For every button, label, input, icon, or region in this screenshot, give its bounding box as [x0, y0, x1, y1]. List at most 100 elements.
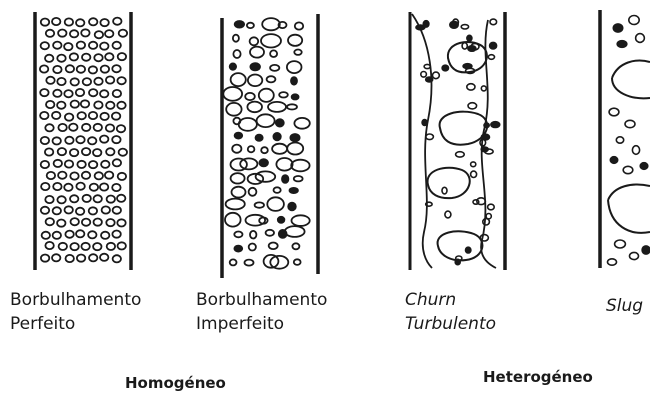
- bubble: [117, 219, 125, 226]
- bubble: [119, 149, 127, 156]
- bubble: [65, 114, 73, 121]
- bubble: [70, 53, 78, 60]
- caption-perfect-bubbling: Borbulhamento Perfeito: [10, 288, 141, 336]
- bubble: [41, 42, 49, 49]
- bubble: [426, 134, 434, 140]
- bubble: [57, 220, 65, 227]
- bubble: [94, 124, 102, 131]
- bubble-field-uniform: [40, 18, 127, 263]
- bubble: [117, 195, 125, 202]
- bubble: [71, 78, 79, 85]
- bubble: [625, 120, 635, 127]
- bubble: [53, 137, 61, 144]
- bubble: [259, 89, 274, 102]
- bubble: [100, 113, 108, 120]
- bubble: [232, 187, 246, 198]
- bubble: [255, 202, 264, 207]
- bubble: [81, 100, 89, 107]
- bubble: [291, 77, 297, 85]
- churn-interface-left: [412, 14, 432, 268]
- bubble: [57, 196, 65, 203]
- caption-imperfect-bubbling: Borbulhamento Imperfeito: [196, 288, 327, 336]
- bubble: [267, 76, 276, 82]
- bubble: [471, 171, 477, 177]
- bubble: [41, 255, 49, 262]
- bubble: [267, 197, 284, 211]
- bubble: [77, 255, 85, 262]
- bubble: [250, 47, 264, 58]
- bubble: [112, 231, 120, 238]
- bubble: [47, 172, 55, 179]
- bubble: [94, 54, 102, 61]
- bubble: [270, 65, 279, 71]
- bubble: [223, 87, 242, 101]
- bubble: [266, 230, 274, 236]
- bubble: [268, 102, 286, 112]
- bubble: [113, 159, 121, 166]
- bubble: [106, 148, 114, 155]
- bubble: [41, 19, 49, 26]
- bubble: [53, 90, 61, 97]
- bubble: [294, 118, 309, 129]
- bubble: [249, 188, 257, 196]
- bubble: [272, 144, 287, 154]
- bubble: [276, 158, 292, 171]
- bubble: [234, 232, 242, 238]
- bubble: [632, 146, 639, 155]
- bubble: [82, 172, 90, 179]
- bubble: [71, 218, 79, 225]
- bubble: [93, 149, 101, 156]
- bubble: [245, 260, 254, 266]
- bubble: [65, 137, 73, 144]
- bubble: [65, 231, 73, 238]
- bubble: [82, 54, 90, 61]
- bubble: [117, 102, 125, 109]
- column-imperfect-bubbling: [222, 14, 318, 278]
- bubble: [294, 50, 301, 55]
- bubble: [609, 108, 619, 116]
- bubble: [610, 157, 617, 164]
- bubble: [113, 18, 121, 25]
- group-label-heterogeneous: Heterogéneo: [483, 368, 593, 386]
- bubble: [66, 255, 74, 262]
- bubble: [642, 246, 650, 254]
- bubble: [245, 93, 255, 100]
- bubble: [256, 171, 276, 181]
- bubble: [59, 243, 67, 250]
- bubble: [65, 18, 73, 25]
- bubble: [442, 187, 447, 194]
- bubble: [233, 50, 240, 58]
- bubble: [41, 137, 49, 144]
- bubble: [226, 103, 241, 116]
- bubble: [41, 183, 49, 190]
- bubble: [45, 124, 53, 131]
- bubble: [424, 64, 430, 68]
- bubble: [113, 90, 121, 97]
- bubble: [76, 136, 84, 143]
- bubble: [46, 218, 54, 225]
- bubble: [233, 35, 239, 42]
- bubble: [292, 215, 310, 226]
- bubble: [247, 23, 254, 28]
- bubble: [113, 207, 121, 214]
- bubble: [76, 89, 84, 96]
- bubble: [42, 232, 50, 239]
- bubble: [247, 102, 262, 113]
- bubble: [278, 217, 285, 223]
- bubble: [292, 94, 299, 99]
- bubble: [101, 161, 109, 168]
- caption-churn-turbulent: Churn Turbulento: [405, 288, 496, 336]
- bubble: [257, 114, 275, 127]
- bubble: [456, 152, 465, 157]
- bubble: [273, 133, 280, 140]
- bubble: [64, 90, 72, 97]
- bubble: [294, 176, 303, 181]
- bubble: [467, 84, 475, 90]
- bubble: [107, 196, 115, 203]
- bubble: [89, 89, 97, 96]
- bubble: [288, 35, 302, 46]
- bubble: [58, 148, 66, 155]
- bubble: [100, 19, 108, 26]
- bubble: [623, 166, 633, 173]
- bubble: [100, 43, 108, 50]
